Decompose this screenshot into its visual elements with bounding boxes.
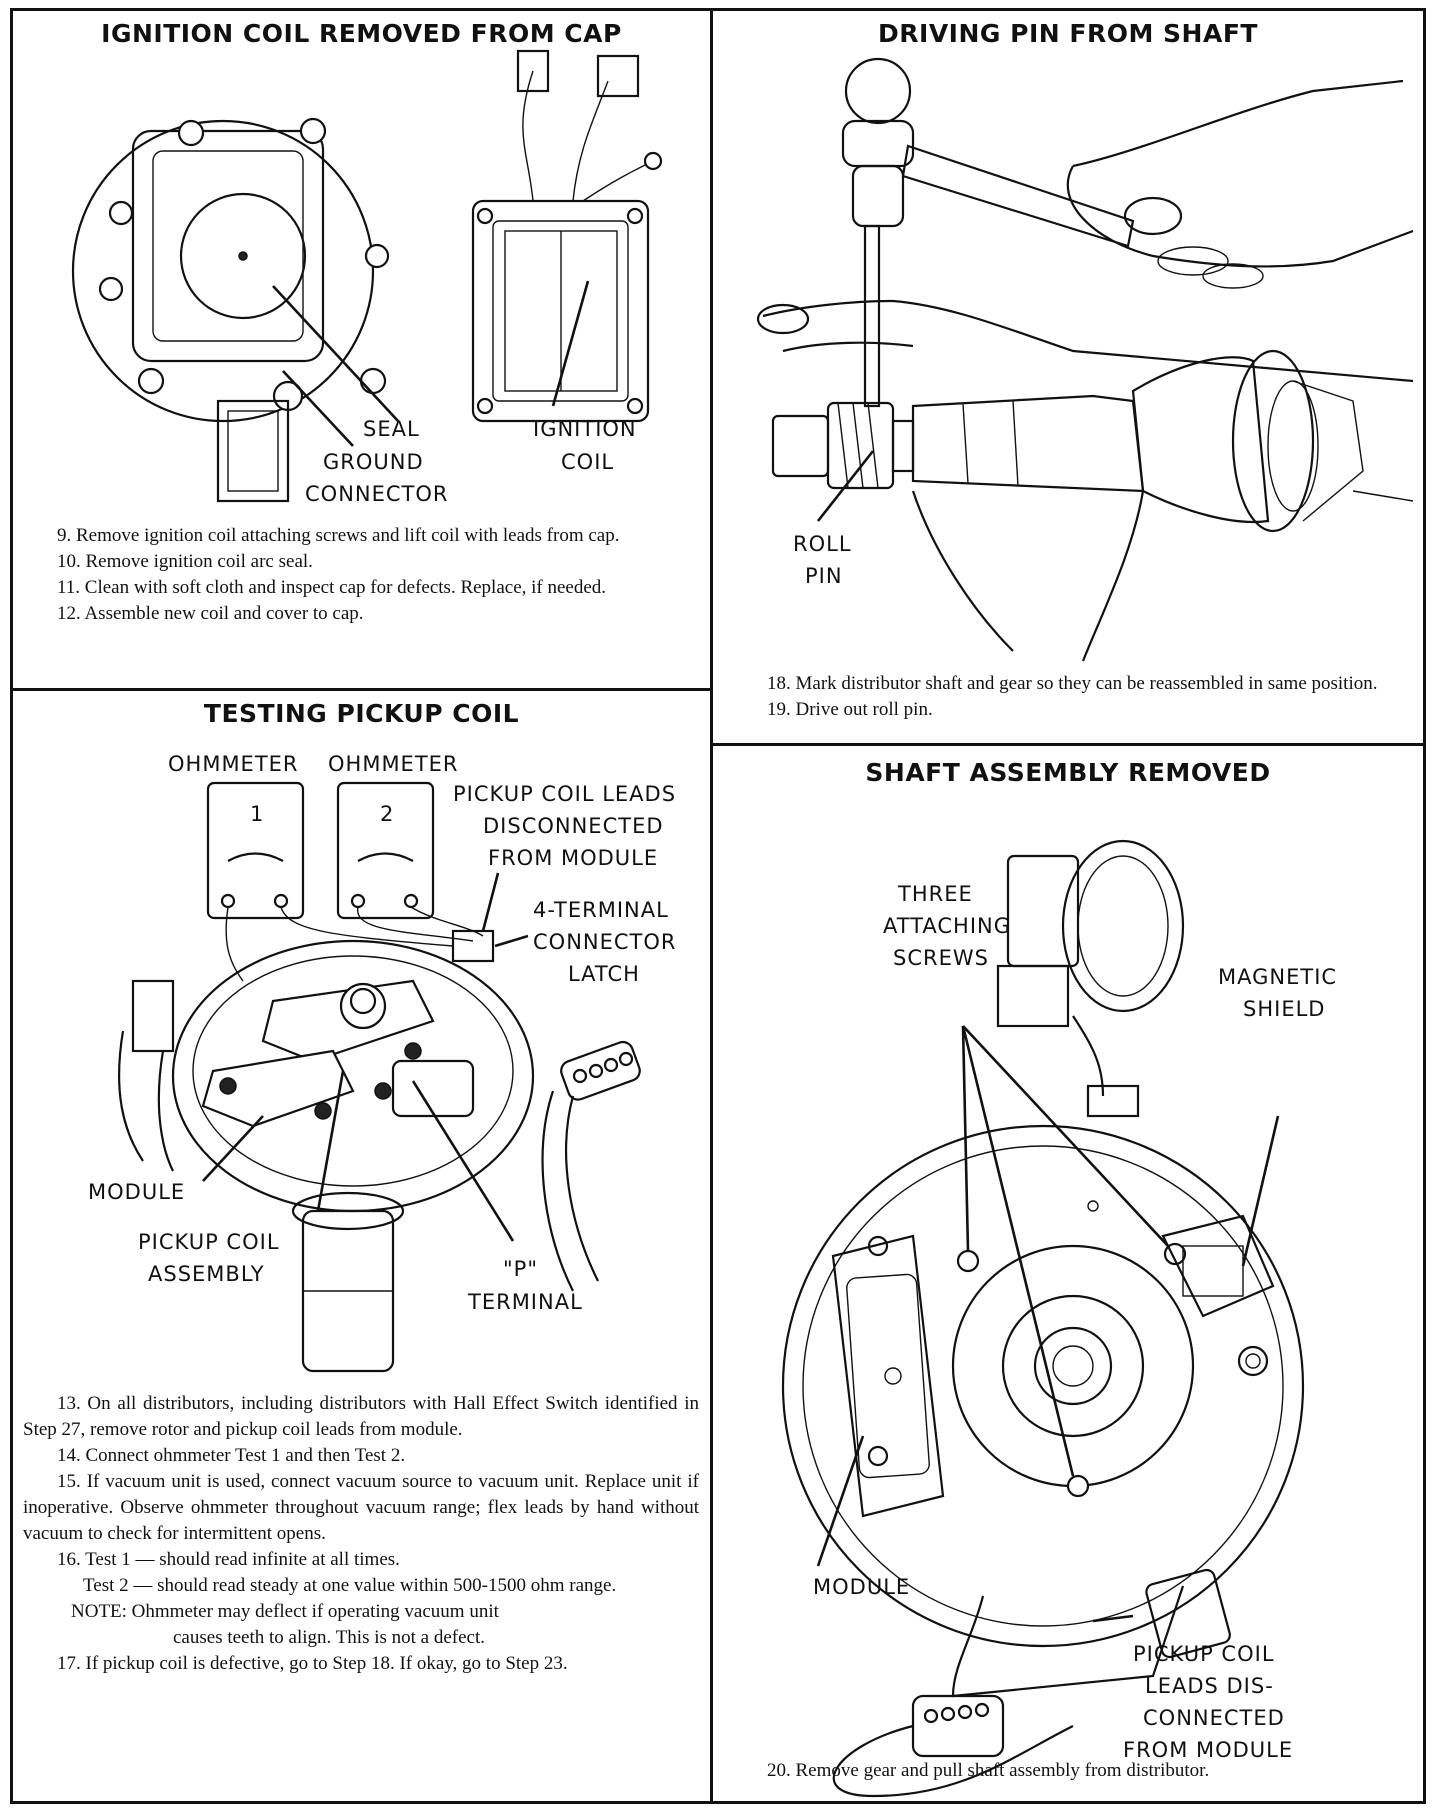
label-roll: ROLL [793, 532, 852, 556]
step-13: 13. On all distributors, including distr… [23, 1393, 699, 1440]
loose-connector [911, 1694, 1005, 1758]
ohmmeter-1 [206, 781, 305, 920]
hammer-head [844, 57, 912, 125]
panel-title: TESTING PICKUP COIL [203, 699, 520, 728]
label-seal: SEAL [363, 417, 420, 441]
label-module: MODULE [813, 1575, 910, 1599]
panel-driving-pin: DRIVING PIN FROM SHAFT [713, 11, 1423, 746]
step-12: 12. Assemble new coil and cover to cap. [57, 603, 364, 624]
note-line-1: NOTE: Ohmmeter may deflect if operating … [71, 1601, 499, 1622]
label-p-1: "P" [503, 1257, 538, 1281]
coil-steps: 9. Remove ignition coil attaching screws… [23, 523, 695, 627]
label-ohmmeter-1: OHMMETER [168, 752, 299, 776]
drift-punch [863, 224, 881, 408]
module [201, 1049, 355, 1128]
step-16-test-2: Test 2 — should read steady at one value… [83, 1575, 617, 1596]
panel-title: IGNITION COIL REMOVED FROM CAP [101, 19, 622, 48]
shaft-end [771, 414, 830, 478]
pickup-coil-illustration: OHMMETER OHMMETER 1 2 PICKUP COIL LEADS … [88, 752, 677, 1373]
note-line-2: causes teeth to align. This is not a def… [173, 1627, 486, 1648]
label-terminal-1: 4-TERMINAL [533, 898, 669, 922]
meter-1-number: 1 [250, 802, 264, 826]
step-18: 18. Mark distributor shaft and gear so t… [767, 673, 1378, 694]
panel-testing-pickup-coil: TESTING PICKUP COIL OHMMETER OHMMETER 1 … [13, 691, 713, 1801]
manual-page: IGNITION COIL REMOVED FROM CAP [10, 8, 1426, 1804]
label-three-1: THREE [897, 882, 973, 906]
module [831, 1234, 945, 1518]
four-terminal-connector [451, 929, 495, 963]
label-leads-2: DISCONNECTED [483, 814, 664, 838]
label-coil: COIL [561, 450, 614, 474]
step-20: 20. Remove gear and pull shaft assembly … [767, 1760, 1210, 1781]
step-14: 14. Connect ohmmeter Test 1 and then Tes… [57, 1445, 406, 1466]
pickup-steps: 13. On all distributors, including distr… [23, 1391, 699, 1677]
panel-title: DRIVING PIN FROM SHAFT [878, 19, 1258, 48]
label-leads-3: FROM MODULE [488, 846, 658, 870]
upper-hand [1066, 79, 1414, 268]
label-pickup-1: PICKUP COIL [1133, 1642, 1275, 1666]
label-module: MODULE [88, 1180, 185, 1204]
coil-seal [179, 192, 307, 320]
label-leads-1: PICKUP COIL LEADS [453, 782, 676, 806]
step-9: 9. Remove ignition coil attaching screws… [57, 525, 620, 546]
pickup-coil-connector [1145, 1568, 1231, 1659]
label-ground: GROUND [323, 450, 424, 474]
cap-coil-recess [131, 129, 325, 363]
step-11: 11. Clean with soft cloth and inspect ca… [57, 577, 607, 598]
distributor-shaft [911, 394, 1145, 493]
cap-connector [216, 399, 290, 503]
label-ignition: IGNITION [533, 417, 637, 441]
top-connector [1006, 854, 1080, 968]
label-pin: PIN [805, 564, 843, 588]
label-pickup-2: ASSEMBLY [148, 1262, 265, 1286]
distributor-disc [781, 1124, 1305, 1648]
distributor-cap [71, 119, 375, 423]
label-pickup-2: LEADS DIS- [1145, 1674, 1274, 1698]
step-19: 19. Drive out roll pin. [767, 699, 933, 720]
label-connector: CONNECTOR [305, 482, 449, 506]
label-magnetic-1: MAGNETIC [1218, 965, 1337, 989]
drive-gear [826, 401, 895, 490]
label-terminal-3: LATCH [568, 962, 640, 986]
step-10: 10. Remove ignition coil arc seal. [57, 551, 313, 572]
pin-steps: 18. Mark distributor shaft and gear so t… [733, 671, 1403, 723]
lower-hand [762, 299, 1414, 383]
ohmmeter-2 [336, 781, 435, 920]
label-three-2: ATTACHING [883, 914, 1011, 938]
magnetic-shield [951, 1244, 1195, 1488]
panel-title: SHAFT ASSEMBLY REMOVED [865, 758, 1271, 787]
ignition-coil-illustration: SEAL GROUND CONNECTOR IGNITION COIL [71, 49, 663, 506]
step-17: 17. If pickup coil is defective, go to S… [57, 1653, 568, 1674]
label-ohmmeter-2: OHMMETER [328, 752, 459, 776]
step-16: 16. Test 1 — should read infinite at all… [57, 1549, 400, 1570]
label-terminal-2: CONNECTOR [533, 930, 677, 954]
shaft-steps: 20. Remove gear and pull shaft assembly … [733, 1758, 1403, 1784]
panel-shaft-assembly: SHAFT ASSEMBLY REMOVED [713, 746, 1423, 1801]
label-magnetic-2: SHIELD [1243, 997, 1325, 1021]
meter-2-number: 2 [380, 802, 394, 826]
label-pickup-1: PICKUP COIL [138, 1230, 280, 1254]
label-pickup-4: FROM MODULE [1123, 1738, 1293, 1762]
shaft-assembly-illustration: THREE ATTACHING SCREWS MAGNETIC SHIELD M… [781, 839, 1337, 1798]
step-15: 15. If vacuum unit is used, connect vacu… [23, 1471, 699, 1544]
label-p-2: TERMINAL [467, 1290, 583, 1314]
panel-ignition-coil: IGNITION COIL REMOVED FROM CAP [13, 11, 713, 691]
label-pickup-3: CONNECTED [1143, 1706, 1285, 1730]
ignition-coil [471, 199, 650, 423]
hammer-handle [901, 144, 1135, 248]
distributor-housing [1131, 356, 1270, 524]
driving-pin-illustration: ROLL PIN [756, 57, 1414, 662]
label-three-3: SCREWS [893, 946, 989, 970]
